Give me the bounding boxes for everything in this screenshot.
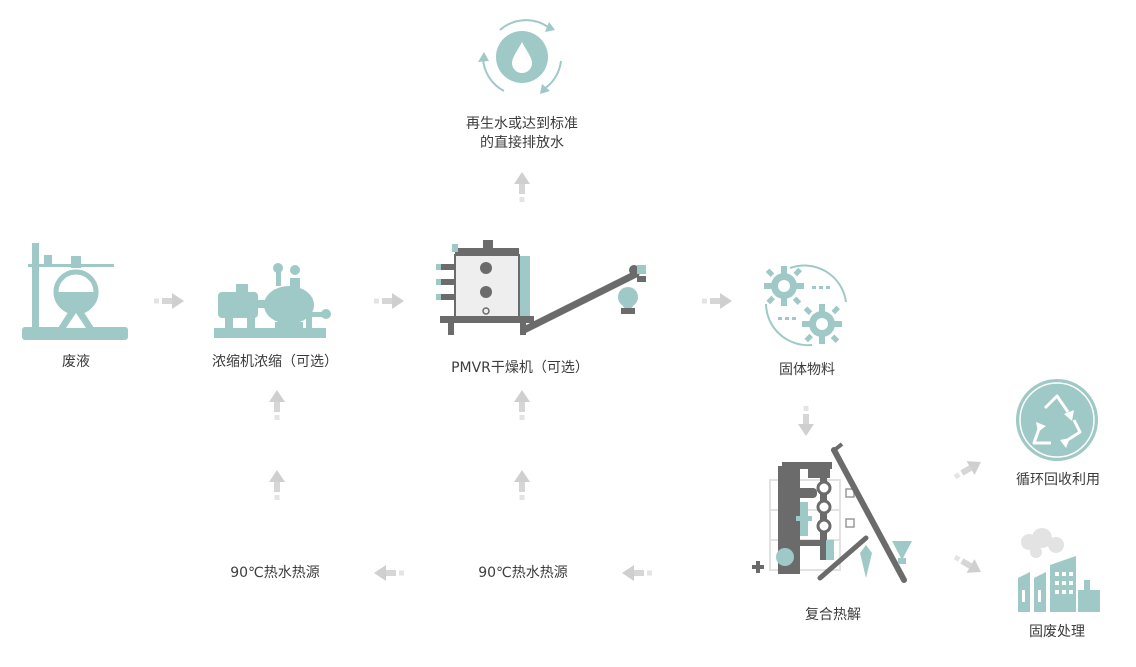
arrow-heat-to-concentrator [269,390,285,420]
arrow-dryer-to-solid [702,293,732,309]
arrow-pyrolysis-to-recycle [950,455,985,484]
arrow-heat-to-dryer [514,390,530,420]
label-concentrator: 浓缩机浓缩（可选） [212,354,338,370]
arrow-pyrolysis-to-heat [622,565,652,581]
label-regenerated-water-1: 再生水或达到标准 [466,116,578,132]
label-pyrolysis: 复合热解 [805,607,861,623]
arrow-heat-to-concentrator-lower [269,470,285,500]
arrow-heat-to-dryer-lower [514,470,530,500]
arrow-heat-right-to-left [374,565,404,581]
pyrolysis-equipment-icon [752,442,912,583]
factory-icon [1018,528,1100,612]
arrow-pyrolysis-to-solid-waste [950,550,985,579]
flask-on-stand-icon [22,243,128,340]
label-recycle: 循环回收利用 [1016,472,1100,488]
water-drop-cycle-icon [478,19,562,94]
gears-icon [764,264,847,347]
label-dryer: PMVR干燥机（可选） [451,360,589,376]
arrow-solid-to-pyrolysis [798,406,814,436]
label-regenerated-water-2: 的直接排放水 [480,135,564,151]
label-waste-liquid: 废液 [62,354,90,370]
label-heat-source-left: 90℃热水热源 [230,565,320,581]
dryer-machine-icon [436,240,646,335]
label-heat-source-right: 90℃热水热源 [478,565,568,581]
arrow-concentrator-to-dryer [374,293,404,309]
concentrator-machine-icon [214,263,331,338]
recycle-icon [1016,379,1098,461]
arrow-dryer-to-water [514,172,530,202]
label-solid-material: 固体物料 [779,362,835,378]
label-solid-waste: 固废处理 [1029,624,1085,640]
arrow-waste-to-concentrator [154,293,184,309]
